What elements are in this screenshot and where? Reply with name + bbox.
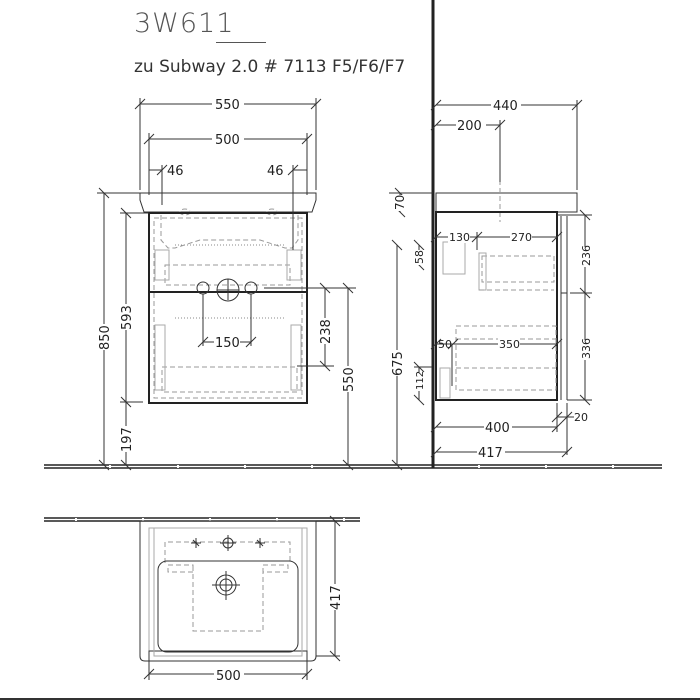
dim-lower-drawer-front: 50 (438, 338, 452, 351)
front-dimension-labels: 550 500 46 46 150 850 593 197 238 550 (97, 96, 357, 452)
dim-drain-offset: 238 (319, 319, 334, 344)
side-dimension-labels: 440 200 130 270 50 350 400 417 20 70 58 … (390, 97, 593, 461)
dim-height-to-top: 675 (391, 351, 406, 376)
model-code-underline (216, 42, 266, 43)
dim-top-width: 500 (216, 669, 241, 684)
dim-tap-offset: 200 (457, 119, 482, 134)
tap-hole-center (220, 535, 236, 551)
dim-overall-depth: 440 (493, 99, 518, 114)
dim-right-inset: 46 (267, 164, 284, 179)
subtitle: zu Subway 2.0 # 7113 F5/F6/F7 (134, 57, 406, 77)
tap-hole-left (191, 538, 201, 548)
front-dimensions (97, 98, 356, 471)
floor-line (44, 464, 662, 469)
dim-front-thickness: 20 (574, 411, 588, 424)
dim-upper-drawer-front: 130 (449, 231, 470, 244)
dim-handle-offset: 58 (413, 250, 426, 264)
dim-total-depth: 417 (478, 446, 503, 461)
tap-hole-right (255, 538, 265, 548)
dim-cabinet-width: 500 (215, 133, 240, 148)
dim-left-inset: 46 (167, 164, 184, 179)
dim-lower-gap: 112 (415, 371, 426, 390)
dim-total-height: 850 (98, 325, 113, 350)
dim-drain-height: 550 (342, 367, 357, 392)
side-dimensions (389, 99, 592, 471)
front-view (139, 192, 317, 404)
dim-cabinet-height: 593 (120, 305, 135, 330)
dim-overall-width: 550 (215, 98, 240, 113)
dim-upper-drawer-length: 270 (511, 231, 532, 244)
dim-carcass-depth: 400 (485, 421, 510, 436)
dim-floor-clearance: 197 (120, 427, 135, 452)
top-dimensions: 500 417 (143, 515, 344, 684)
top-view (139, 520, 317, 662)
dim-lower-drawer-length: 350 (499, 338, 520, 351)
side-view (435, 180, 578, 401)
drain-symbol (212, 571, 240, 600)
dim-upper-drawer-height: 236 (580, 245, 593, 266)
model-code: 3W611 (134, 8, 235, 39)
dim-lower-drawer-height: 336 (580, 338, 593, 359)
dim-top-depth: 417 (329, 585, 344, 610)
dim-top-thickness: 70 (393, 195, 407, 210)
dim-siphon-spacing: 150 (215, 336, 240, 351)
